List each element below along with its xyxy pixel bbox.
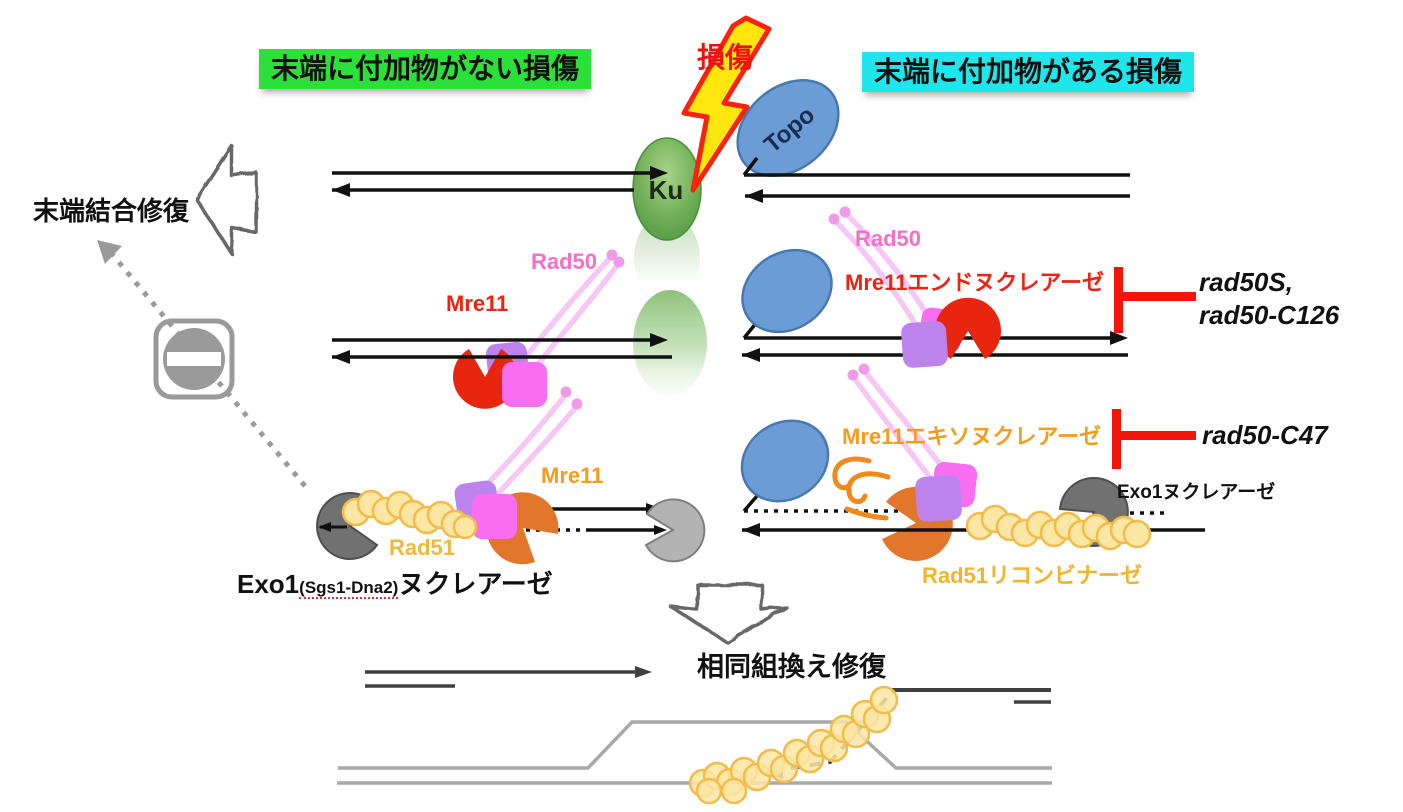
topo-adduct-low (740, 419, 830, 503)
rad50S-mutant-label: rad50S, rad50-C126 (1199, 266, 1339, 331)
topo-protein: Topo (736, 78, 840, 178)
xrs2-subunit (502, 362, 547, 407)
ku-ghost (633, 290, 707, 396)
dna-mid-left (332, 338, 672, 359)
rad50-C47-mutant-label: rad50-C47 (1202, 420, 1328, 450)
rad50S-line2: rad50-C126 (1199, 299, 1340, 330)
nbs1-subunit (901, 321, 948, 368)
blocked-path-arrowhead (97, 240, 122, 264)
exo1-sgs1-dna2-label: Exo1(Sgs1-Dna2)ヌクレアーゼ (237, 569, 553, 600)
mre11-label-low-left: Mre11 (541, 463, 604, 488)
exo1-nuclease-label: Exo1ヌクレアーゼ (1117, 482, 1276, 503)
ku-reflection (634, 215, 700, 301)
topo-adduct-mid (741, 248, 833, 334)
hr-broken-strand-left (365, 670, 636, 688)
arrowhead (742, 523, 760, 537)
arrowhead (332, 350, 350, 364)
xrs2-subunit (472, 494, 517, 539)
rad51-filament-left (341, 489, 478, 540)
coil-tip (839, 206, 851, 218)
dna-low-left (516, 507, 656, 532)
rad50-coils-low-right (850, 367, 950, 483)
coil-tip (571, 398, 583, 410)
arrowhead (650, 333, 668, 347)
mre11-pacman-mid-left (453, 349, 517, 409)
damage-label: 損傷 (697, 42, 754, 73)
ku-label: Ku (649, 175, 684, 205)
hr-down-block-arrow (669, 583, 788, 645)
arrowhead (332, 183, 350, 197)
header-no-adduct: 末端に付加物がない損傷 (259, 49, 592, 90)
coil-tip (847, 369, 859, 381)
rad50-label-right: Rad50 (855, 226, 922, 251)
mre11-exonuclease-label: Mre11エキソヌクレアーゼ (842, 424, 1102, 449)
rad50-label-left: Rad50 (531, 249, 598, 274)
sgs1-dna2-sub: (Sgs1-Dna2) (299, 578, 399, 599)
header-adduct: 末端に付加物がある損傷 (862, 52, 1195, 93)
hr-repair-label: 相同組換え修復 (697, 652, 886, 682)
rad51-filament-hr (688, 685, 899, 805)
rad51-recombinase-label: Rad51リコンビナーゼ (922, 563, 1143, 588)
inhibition-bar-rad50S (1114, 267, 1196, 333)
arrowhead (635, 666, 652, 678)
coil-tip (560, 386, 572, 398)
arrowhead (650, 166, 668, 180)
dna-low-right (742, 494, 1166, 515)
end-joining-block-arrow (195, 144, 258, 256)
rad51-label-left: Rad51 (389, 535, 456, 560)
inhibition-bar-rad50C47 (1112, 409, 1196, 469)
lightning-bolt-icon (681, 15, 772, 193)
dna-top-left (332, 171, 651, 192)
arrowhead (745, 189, 763, 203)
exo1-main: Exo1 (237, 569, 300, 599)
coil-tip (858, 363, 870, 375)
end-joining-label: 末端結合修復 (33, 196, 190, 226)
nuclease-pacman-far-end (644, 498, 706, 563)
coil-tip (828, 213, 840, 225)
arrowhead (1110, 331, 1128, 345)
arrowhead (654, 525, 667, 535)
rad51-filament-right (965, 504, 1152, 551)
mre11-label-left: Mre11 (446, 291, 509, 316)
arrowhead (318, 522, 331, 532)
nbs1-subunit (915, 475, 962, 522)
mre11-endonuclease-pacman (935, 297, 1001, 359)
coil-tip (606, 249, 618, 261)
rad50S-line1: rad50S, (1199, 267, 1293, 297)
blocked-path-dotted-line (110, 252, 307, 488)
no-entry-icon (153, 318, 235, 400)
nuclease-suffix: ヌクレアーゼ (398, 569, 553, 599)
coil-tip (613, 256, 625, 268)
resection-wind-icon (832, 456, 891, 521)
arrowhead (742, 348, 760, 362)
mre11-endonuclease-label: Mre11エンドヌクレアーゼ (845, 270, 1105, 295)
dna-top-right (742, 156, 1130, 198)
hr-template-strand (338, 720, 1052, 770)
